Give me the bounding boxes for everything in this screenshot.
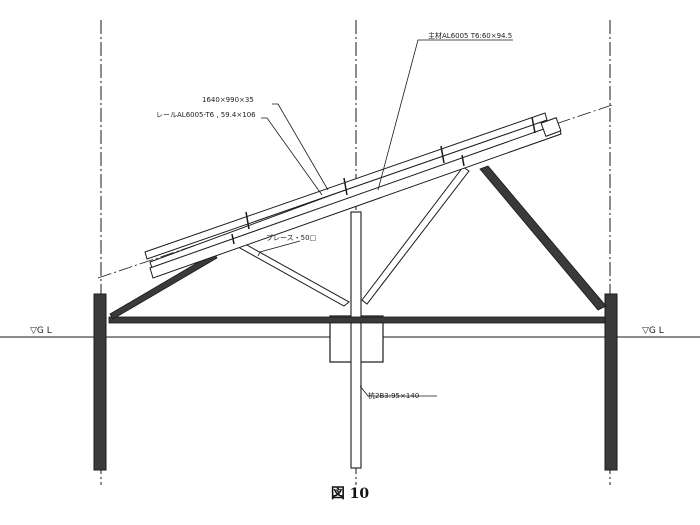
leader-panel — [272, 103, 329, 191]
brace-right-inner — [361, 166, 470, 305]
leader-pile — [359, 385, 437, 397]
right-dark-brace — [479, 165, 607, 311]
rail-clamps — [231, 116, 536, 245]
clamp-2 — [343, 177, 348, 196]
label-brace: ブレース・50□ — [266, 233, 316, 242]
right-pile — [604, 293, 618, 471]
leader-main-member — [377, 39, 513, 191]
leader-brace — [257, 240, 301, 257]
figure-caption: 図 10 — [331, 486, 370, 502]
ground-label-right: ▽G L — [642, 326, 664, 336]
label-main-member: 主材AL6005 T6:60×94.5 — [428, 31, 512, 40]
center-post — [350, 211, 362, 469]
leader-lines — [257, 39, 513, 397]
brace-left-inner — [230, 238, 350, 307]
panel-lower-rail — [149, 123, 562, 279]
horizontal-tie-beam — [108, 316, 607, 324]
clamp-4 — [531, 116, 536, 134]
leader-rail — [261, 117, 323, 196]
clamp-3 — [440, 145, 445, 164]
dark-braces — [109, 165, 607, 320]
clamp-6 — [461, 154, 465, 167]
left-pile — [93, 293, 107, 471]
rail-end-cap — [540, 117, 562, 137]
light-braces — [230, 166, 470, 307]
clamp-1 — [245, 211, 250, 230]
label-pile: 杭2B3:95×140 — [368, 391, 419, 400]
label-rail: レールAL6005-T6 , 59.4×106 — [156, 111, 256, 119]
label-panel: 1640×990×35 — [202, 96, 254, 104]
left-dark-brace — [109, 252, 218, 320]
ground-label-left: ▽G L — [30, 326, 52, 336]
clamp-5 — [231, 233, 235, 245]
